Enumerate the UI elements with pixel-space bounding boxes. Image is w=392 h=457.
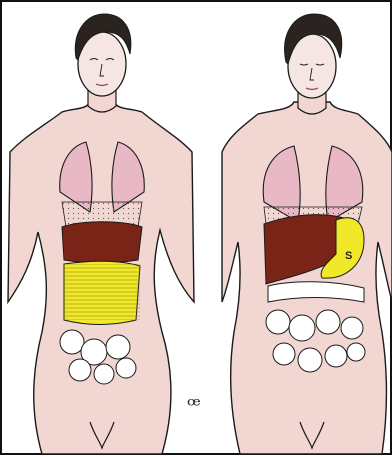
left-figure <box>8 14 194 454</box>
right-figure <box>222 14 392 454</box>
left-liver <box>62 222 142 263</box>
stomach-marker-label: S <box>345 250 352 262</box>
right-torso-silhouette <box>222 102 392 454</box>
ornament-glyph: ꟹ <box>187 394 201 419</box>
